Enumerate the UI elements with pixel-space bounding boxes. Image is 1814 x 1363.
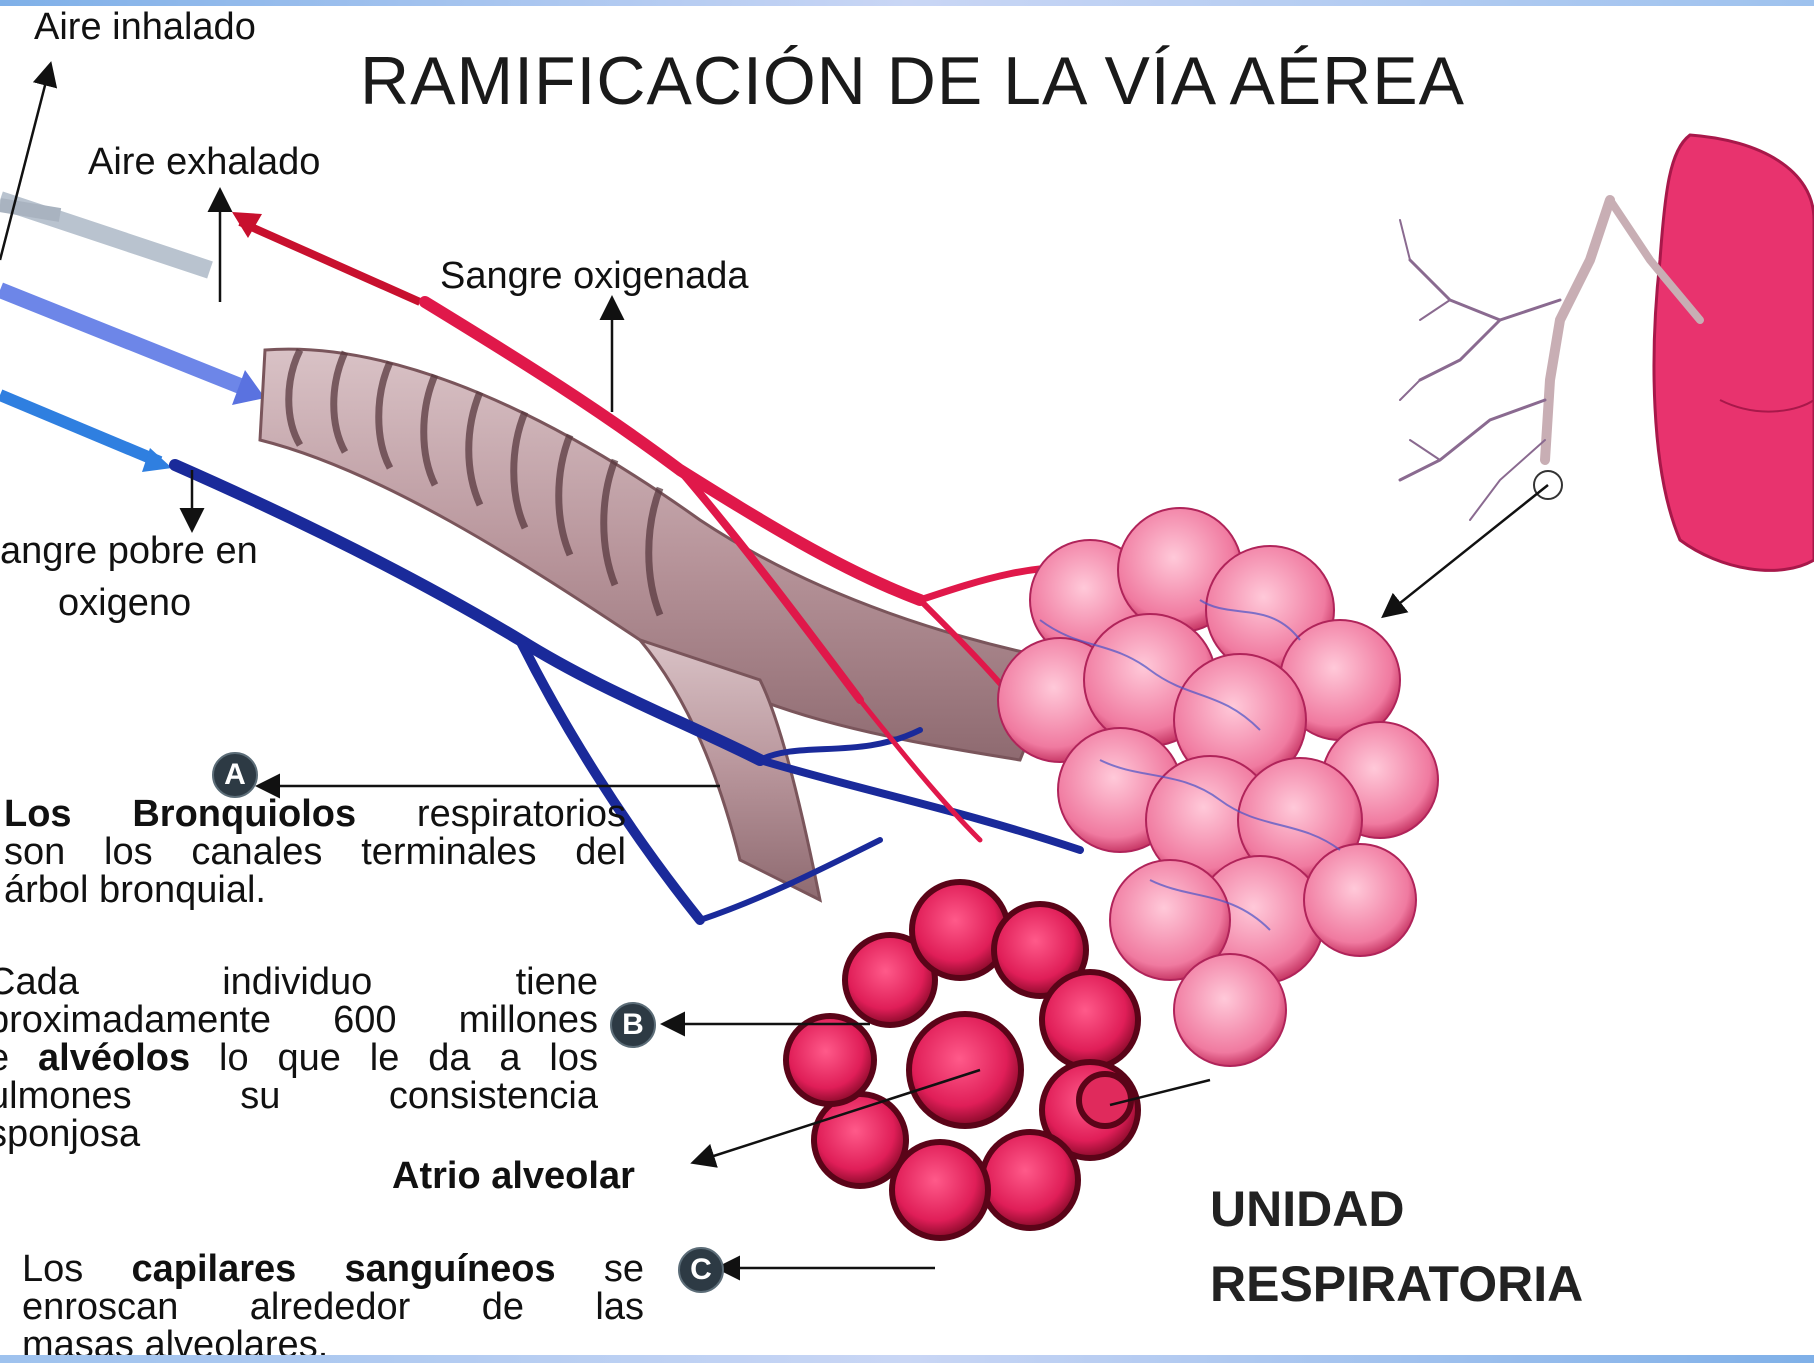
note-capillaries-pre: Los <box>22 1250 83 1290</box>
label-oxygenated-blood: Sangre oxigenada <box>440 257 748 297</box>
note-bronchioles: Los Bronquiolos respiratorios son los ca… <box>4 795 626 909</box>
note-bronchioles-line1-rest: respiratorios <box>417 793 626 835</box>
page-title: RAMIFICACIÓN DE LA VÍA AÉREA <box>360 42 1465 120</box>
exhaled-air-arrow <box>0 200 210 270</box>
lung-illustration <box>1654 135 1814 570</box>
note-alveoli: Cada individuo tiene proximadamente 600 … <box>0 963 598 1153</box>
note-alveoli-line3-pre: e <box>0 1037 9 1079</box>
note-alveoli-bold: alvéolos <box>38 1037 190 1079</box>
alveolar-atrium-rosette <box>786 882 1138 1238</box>
blood-inflow-arrow <box>0 395 172 472</box>
note-alveoli-line2: proximadamente 600 millones <box>0 1001 598 1039</box>
note-bronchioles-line2: son los canales terminales del <box>4 833 626 871</box>
inhaled-air-arrow <box>0 290 265 405</box>
label-respiratory-unit-line2: RESPIRATORIA <box>1210 1255 1583 1313</box>
note-capillaries-line3: masas alveolares. <box>22 1326 644 1355</box>
note-bronchioles-line1: Los Bronquiolos respiratorios <box>4 795 626 833</box>
note-alveoli-line3-post: lo que le da a los <box>219 1037 598 1079</box>
note-capillaries-post: se <box>604 1250 644 1290</box>
oxygenated-blood-arrow <box>232 212 420 302</box>
note-alveoli-line1: Cada individuo tiene <box>0 963 598 1001</box>
badge-c: C <box>678 1247 724 1293</box>
note-alveoli-line4: ulmones su consistencia <box>0 1077 598 1115</box>
badge-b: B <box>610 1002 656 1048</box>
note-bronchioles-line3: árbol bronquial. <box>4 871 626 909</box>
label-respiratory-unit-line1: UNIDAD <box>1210 1180 1404 1238</box>
note-alveoli-line3: e alvéolos lo que le da a los <box>0 1039 598 1077</box>
label-air-exhaled: Aire exhalado <box>88 143 320 183</box>
label-deoxygenated-blood-line1: angre pobre en <box>0 532 258 572</box>
label-deoxygenated-blood-line2: oxigeno <box>58 584 191 624</box>
note-capillaries-bold: capilares sanguíneos <box>132 1250 556 1290</box>
note-alveoli-line5: sponjosa <box>0 1115 598 1153</box>
note-capillaries-line2: enroscan alrededor de las <box>22 1288 644 1326</box>
badge-a: A <box>212 752 258 798</box>
note-capillaries: Los capilares sanguíneos se enroscan alr… <box>22 1250 644 1355</box>
label-air-inhaled: Aire inhalado <box>34 8 256 48</box>
note-bronchioles-bold: Los Bronquiolos <box>4 793 356 835</box>
label-alveolar-atrium: Atrio alveolar <box>392 1157 635 1197</box>
note-capillaries-line1: Los capilares sanguíneos se <box>22 1250 644 1288</box>
